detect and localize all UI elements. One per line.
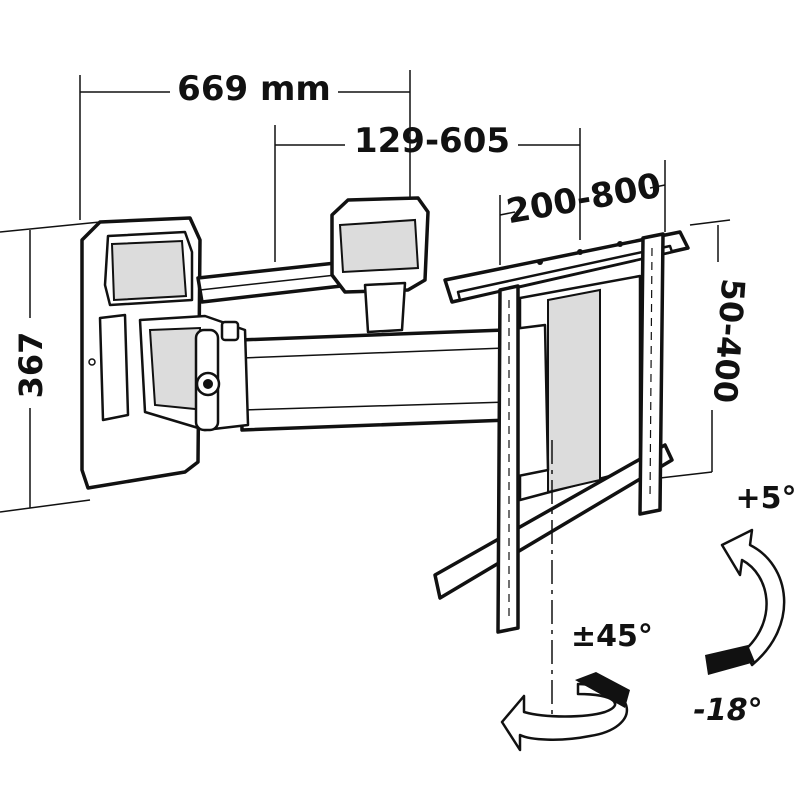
dimension-367-label: 367 bbox=[12, 332, 50, 399]
tilt-up-label: +5° bbox=[735, 481, 796, 516]
lower-arm bbox=[138, 314, 512, 432]
tilt-down-label: -18° bbox=[693, 693, 762, 728]
upper-arm bbox=[196, 196, 430, 334]
dimension-50-400: 50-400 bbox=[659, 219, 753, 479]
swivel-arrow-icon bbox=[500, 672, 630, 752]
dimension-129-605: 129-605 bbox=[274, 121, 581, 262]
dimension-50-400-label: 50-400 bbox=[706, 277, 753, 404]
dimension-367: 367 bbox=[0, 221, 101, 513]
tilt-arrow-icon bbox=[705, 528, 786, 675]
dimension-200-800-label: 200-800 bbox=[504, 166, 665, 232]
swivel-label: ±45° bbox=[571, 619, 653, 654]
tv-bracket bbox=[433, 230, 690, 634]
dimension-669-label: 669 mm bbox=[177, 69, 331, 109]
dimension-669: 669 mm bbox=[79, 69, 411, 220]
dimension-129-605-label: 129-605 bbox=[354, 121, 510, 161]
